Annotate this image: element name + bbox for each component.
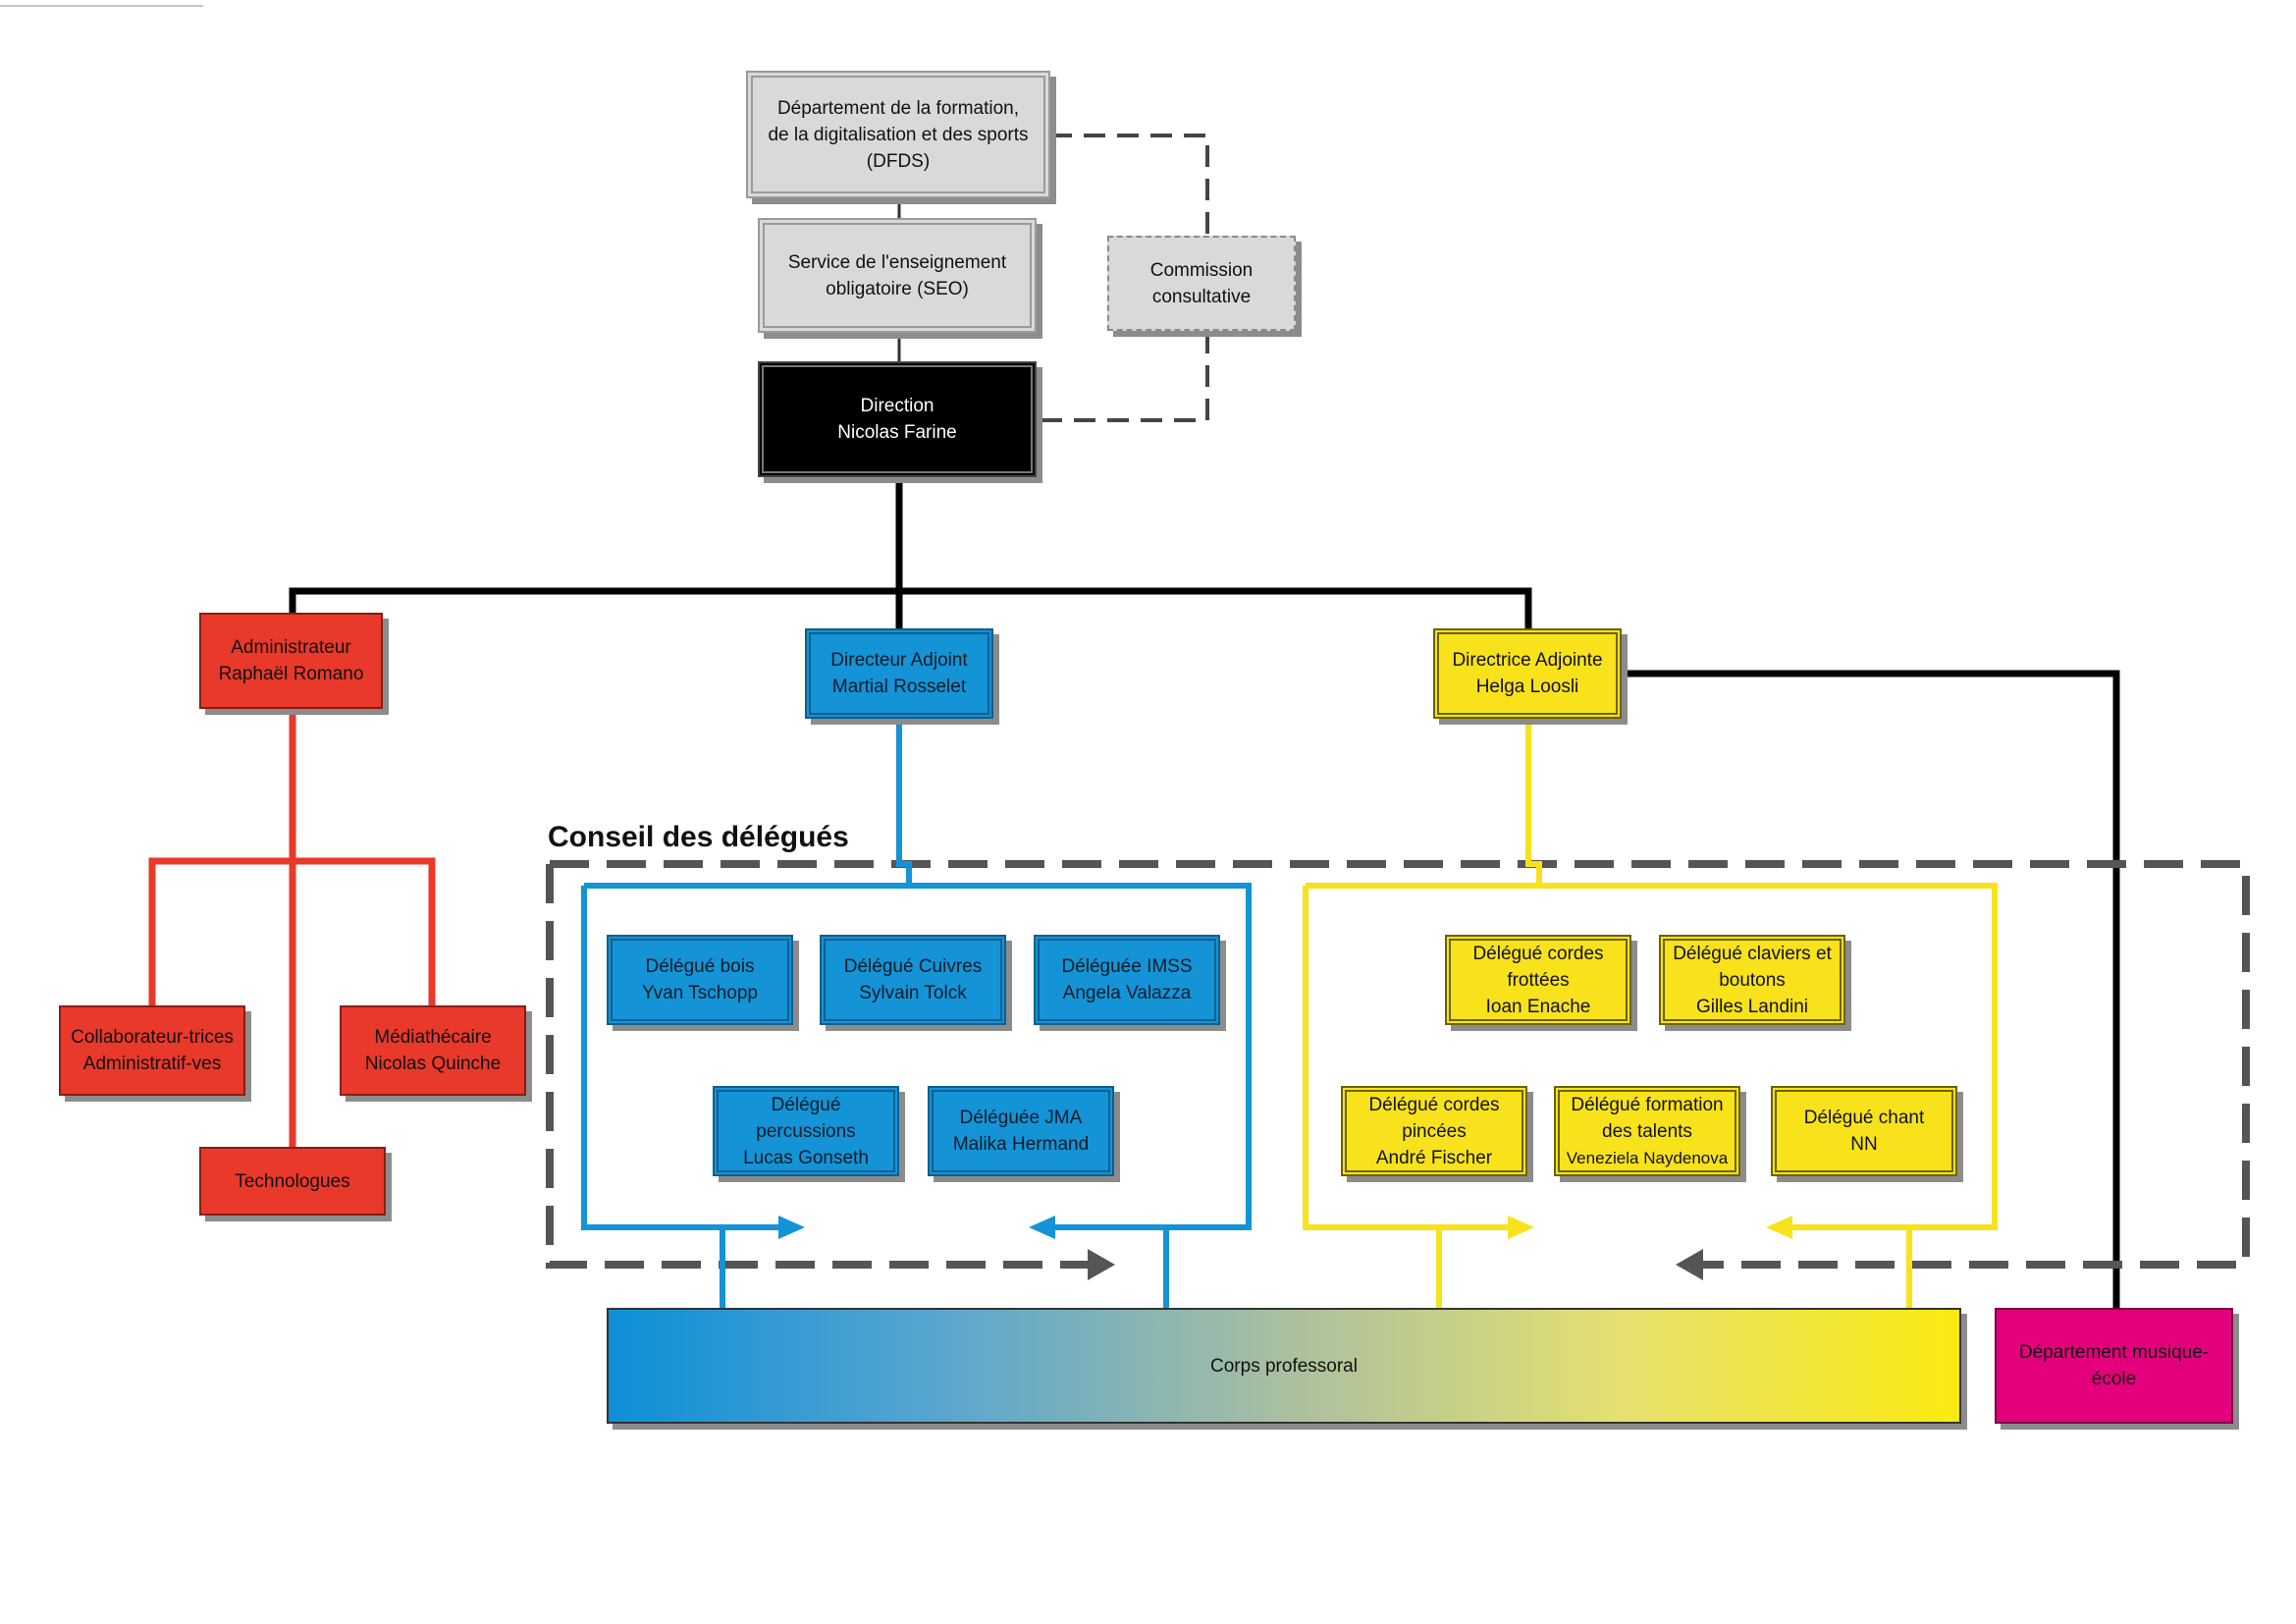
deleguee-jma-box: Déléguée JMA Malika Hermand [928,1086,1114,1176]
delegue-cordes-frottees-box: Délégué cordes frottées Ioan Enache [1445,935,1631,1025]
delegue-cuivres-box: Délégué Cuivres Sylvain Tolck [820,935,1006,1025]
dfds-box: Département de la formation, de la digit… [746,71,1050,198]
directrice-adjointe-box: Directrice Adjointe Helga Loosli [1433,628,1622,719]
administration-tree-lines [148,712,436,1147]
technologues-box: Technologues [199,1147,386,1216]
mediathecaire-box: Médiathécaire Nicolas Quinche [340,1005,526,1096]
seo-box: Service de l'enseignement obligatoire (S… [758,218,1037,333]
commission-box: Commission consultative [1107,236,1296,331]
yellow-arrow-left [1766,1216,1792,1239]
collaborateurs-box: Collaborateur-trices Administratif-ves [59,1005,245,1096]
delegue-chant-box: Délégué chant NN [1771,1086,1957,1176]
deleguee-imss-box: Déléguée IMSS Angela Valazza [1034,935,1220,1025]
administrateur-box: Administrateur Raphaël Romano [199,613,383,709]
delegue-formation-talents-box: Délégué formation des talents Veneziela … [1554,1086,1740,1176]
blue-arrow-right [778,1216,805,1239]
delegue-claviers-box: Délégué claviers et boutons Gilles Landi… [1659,935,1845,1025]
departement-musique-ecole-box: Département musique- école [1995,1308,2233,1424]
directeur-adjoint-box: Directeur Adjoint Martial Rosselet [805,628,993,719]
corps-professoral-box: Corps professoral [607,1308,1961,1424]
conseil-arrow-right [1088,1249,1115,1280]
page-top-rule [0,5,203,7]
conseil-title: Conseil des délégués [548,821,849,853]
delegue-cordes-pincees-box: Délégué cordes pincées André Fischer [1341,1086,1527,1176]
blue-arrow-left [1029,1216,1055,1239]
yellow-arrow-right [1508,1216,1534,1239]
delegue-formation-talents-name: Veneziela Naydenova [1566,1148,1729,1167]
delegue-percussions-box: Délégué percussions Lucas Gonseth [713,1086,899,1176]
delegue-formation-talents-title: Délégué formation des talents [1571,1094,1724,1142]
conseil-dashed-frame [546,860,2250,1269]
blue-group-lines [581,717,1252,1308]
delegue-bois-box: Délégué bois Yvan Tschopp [607,935,793,1025]
conseil-arrow-left [1676,1249,1703,1280]
yellow-group-lines [1303,717,1998,1308]
commission-dashed-links [1041,134,1209,422]
direction-box: Direction Nicolas Farine [758,361,1037,477]
direction-branch-lines [289,479,2120,1312]
